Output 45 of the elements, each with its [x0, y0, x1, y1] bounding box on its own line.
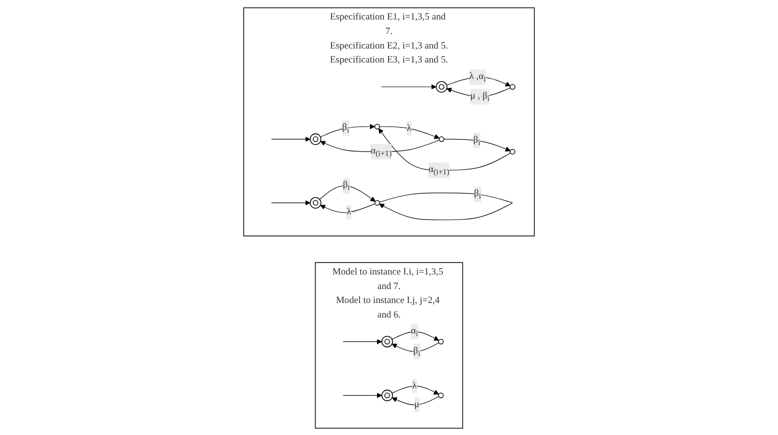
edge-label: λ: [406, 120, 412, 136]
accepting-state-circle: [381, 335, 393, 347]
transition-arrow: [320, 139, 440, 152]
state-circle: [374, 123, 380, 129]
transition-arrow: [271, 136, 310, 142]
transition-arrow: [271, 200, 310, 205]
transition-arrow: [392, 330, 440, 340]
transition-arrow: [342, 392, 382, 398]
transition-arrow: [378, 128, 511, 170]
state-circle: [438, 338, 444, 344]
state-circle: [438, 136, 444, 142]
accepting-state-circle: [310, 196, 322, 208]
edge-label: β$_{i}$: [342, 120, 350, 136]
state-circle: [438, 392, 444, 398]
edge-label: β$_{i}$: [413, 343, 420, 359]
edge-label: β$_{i}$: [474, 186, 482, 202]
edge-label: μ , β$_{i}$: [470, 88, 490, 104]
accepting-state-circle: [310, 132, 322, 144]
accepting-state-circle: [381, 389, 393, 401]
accepting-state-circle: [436, 80, 448, 92]
edge-label: λ ,α$_{i}$: [469, 68, 486, 84]
state-circle: [510, 148, 516, 154]
edge-label: α$_{i}$: [410, 323, 418, 340]
transition-arrow: [381, 84, 436, 89]
edge-label: α$_{(i+1)}$: [428, 162, 450, 178]
transition-arrow: [444, 138, 511, 152]
edge-label: β$_{i}$: [473, 132, 480, 148]
state-circle: [510, 84, 516, 90]
transition-arrow: [392, 396, 440, 405]
edge-label: μ: [414, 397, 420, 412]
edge-label: λ: [412, 378, 417, 393]
state-circle: [374, 200, 380, 206]
panel-title: Model to instance I.i, i=1,3,5 and 7. Model to instance I.j, j=2,4 and 6.: [332, 266, 444, 320]
transition-arrow: [446, 87, 511, 96]
transition-arrow: [392, 342, 440, 352]
transition-arrow: [320, 202, 376, 212]
transition-arrow: [379, 126, 440, 139]
transition-arrow: [342, 338, 382, 344]
transition-arrow: [392, 385, 440, 394]
transition-arrow: [320, 124, 376, 137]
edge-label: λ: [346, 204, 352, 219]
panel-title: Especification E1, i=1,3,5 and 7. Especification E2, i=1,3 and 5. Especification E3, i=1,3 and 5.: [330, 11, 448, 65]
edge-label: α$_{(i+1)}$: [370, 143, 392, 160]
transition-arrow: [319, 185, 376, 202]
edge-label: β$_{i}$: [342, 178, 350, 194]
